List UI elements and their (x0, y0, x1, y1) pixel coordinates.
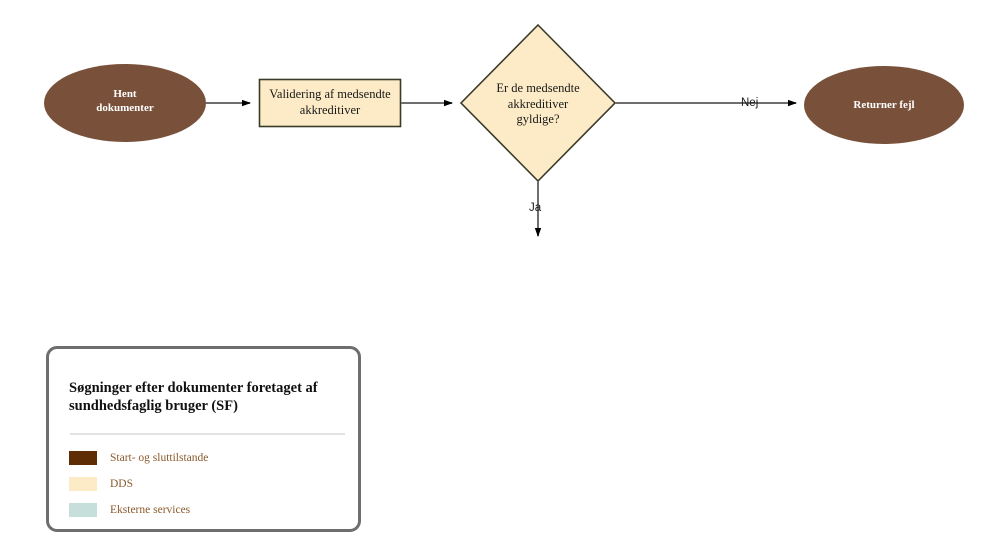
legend-item-label: Start- og sluttilstande (110, 452, 209, 464)
legend-title-line: Søgninger efter dokumenter foretaget af (69, 380, 318, 396)
legend-item-list: Start- og sluttilstande DDS Eksterne ser… (69, 445, 349, 523)
edge-label-nej: Nej (741, 97, 759, 109)
legend-swatch (69, 451, 97, 465)
legend-swatch (69, 503, 97, 517)
edge-label-ja: Ja (529, 202, 542, 214)
node-returner-fejl[interactable] (804, 66, 964, 144)
legend-divider (70, 433, 345, 435)
node-validering-af-medsendte-akkreditiver[interactable] (258, 78, 402, 128)
legend-swatch (69, 477, 97, 491)
legend-item-label: Eksterne services (110, 504, 191, 516)
legend-item-eksterne-services: Eksterne services (69, 497, 349, 523)
legend-title: Søgninger efter dokumenter foretaget af … (69, 379, 341, 415)
legend-title-line: sundhedsfaglig bruger (SF) (69, 398, 238, 415)
legend-item-dds: DDS (69, 471, 349, 497)
legend-item-label: DDS (110, 478, 134, 490)
node-hent-dokumenter[interactable] (44, 64, 206, 142)
legend-panel: Søgninger efter dokumenter foretaget af … (46, 346, 361, 532)
legend-item-start-og-sluttilstande: Start- og sluttilstande (69, 445, 349, 471)
node-er-de-medsendte-akkreditiver-gyldige[interactable] (459, 23, 617, 183)
